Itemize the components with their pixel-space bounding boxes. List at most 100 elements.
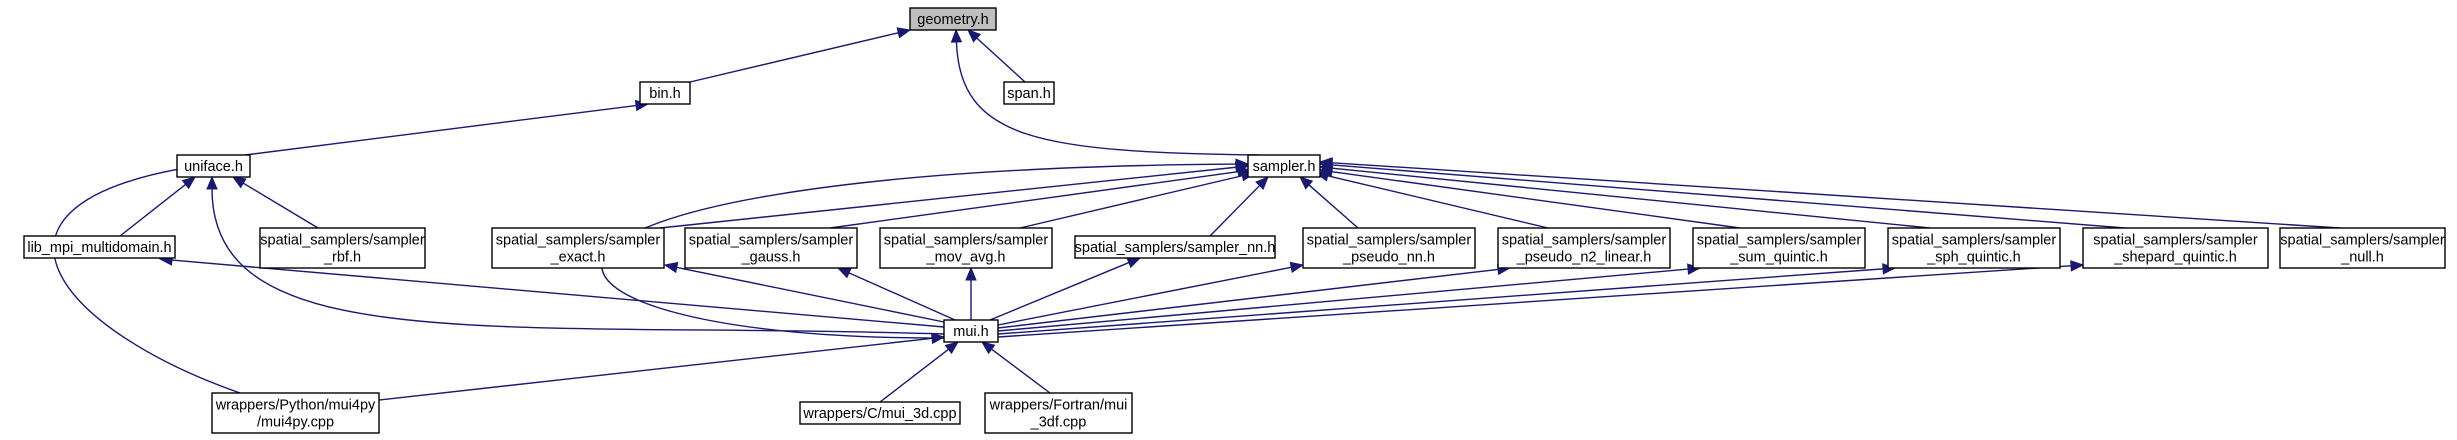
node-f3df[interactable]: wrappers/Fortran/mui_3df.cpp [984, 392, 1133, 434]
edge-mov_avg-to-sampler [1019, 170, 1256, 229]
node-label: spatial_samplers/sampler [496, 233, 661, 249]
arrowhead-icon [965, 266, 977, 281]
edge-line [242, 182, 319, 229]
node-box [1692, 227, 1866, 269]
node-box [259, 227, 426, 269]
edge-mui-to-shepard [997, 260, 2085, 338]
edge-line [955, 41, 1261, 156]
node-box [1074, 235, 1276, 259]
node-label: wrappers/C/mui_3d.cpp [802, 406, 956, 422]
edge-rbf-to-uniface [231, 176, 319, 229]
arrowhead-icon [1255, 176, 1269, 190]
edge-line [1019, 175, 1243, 229]
node-c3d[interactable]: wrappers/C/mui_3d.cpp [799, 401, 961, 425]
edge-line [659, 166, 1237, 229]
node-box [2082, 227, 2269, 269]
node-label: _pseudo_nn.h [1342, 250, 1435, 266]
edge-line [1209, 185, 1261, 237]
node-box [879, 227, 1053, 269]
node-label: bin.h [649, 86, 680, 102]
node-label: _mov_avg.h [926, 250, 1006, 266]
edge-line [848, 272, 956, 321]
node-label: spatial_samplers/sampler [1502, 233, 1667, 249]
edge-line [53, 168, 241, 394]
edge-line [997, 266, 1292, 326]
node-rbf[interactable]: spatial_samplers/sampler_rbf.h [259, 227, 426, 269]
arrowhead-icon [206, 175, 218, 190]
node-lib_mpi[interactable]: lib_mpi_multidomain.h [23, 235, 176, 259]
node-box [2279, 227, 2446, 269]
edge-mui-to-pseudo_nn [997, 261, 1305, 326]
node-muipy[interactable]: wrappers/Python/mui4py/mui4py.cpp [211, 392, 380, 434]
edge-mui-to-mov_avg [965, 266, 977, 320]
edge-line [879, 348, 949, 403]
node-box [1887, 227, 2061, 269]
node-span[interactable]: span.h [1003, 81, 1055, 105]
arrowhead-icon [1299, 176, 1314, 190]
node-nn[interactable]: spatial_samplers/sampler_nn.h [1074, 235, 1276, 259]
node-gauss[interactable]: spatial_samplers/sampler_gauss.h [684, 227, 858, 269]
node-geometry[interactable]: geometry.h [909, 7, 997, 31]
node-label: spatial_samplers/sampler [884, 233, 1049, 249]
edge-line [997, 268, 1884, 335]
node-mov_avg[interactable]: spatial_samplers/sampler_mov_avg.h [879, 227, 1053, 269]
arrowhead-icon [944, 341, 960, 355]
node-label: spatial_samplers/sampler [2280, 233, 2445, 249]
node-label: _shepard_quintic.h [2113, 250, 2237, 266]
node-box [943, 319, 999, 343]
arrowhead-icon [980, 341, 996, 355]
node-box [684, 227, 858, 269]
edge-line [119, 183, 187, 237]
node-box [491, 227, 665, 269]
arrowhead-icon [950, 28, 963, 43]
edge-line [976, 37, 1026, 83]
node-shepard[interactable]: spatial_samplers/sampler_shepard_quintic… [2082, 227, 2269, 269]
node-null[interactable]: spatial_samplers/sampler_null.h [2279, 227, 2446, 269]
node-box [1302, 227, 1476, 269]
edge-sampler-to-geometry [950, 28, 1261, 156]
node-label: spatial_samplers/sampler [1697, 233, 1862, 249]
arrowhead-icon [181, 176, 197, 190]
node-bin[interactable]: bin.h [639, 81, 691, 105]
node-box [799, 401, 961, 425]
node-label: sampler.h [1253, 159, 1316, 175]
node-uniface[interactable]: uniface.h [176, 154, 251, 178]
node-sampler[interactable]: sampler.h [1247, 154, 1321, 178]
node-label: /mui4py.cpp [257, 415, 334, 431]
node-label: spatial_samplers/sampler [1892, 233, 2057, 249]
edge-pseudo_nn-to-sampler [1299, 176, 1359, 229]
edge-bin-to-geometry [689, 27, 912, 83]
node-box [1247, 154, 1321, 178]
nodes-layer: geometry.h bin.h span.h uniface.h sampler.h l… [23, 7, 2446, 434]
edge-line [244, 104, 637, 156]
node-label: _3df.cpp [1030, 415, 1087, 431]
node-label: wrappers/Fortran/mui [989, 398, 1128, 414]
node-box [211, 392, 380, 434]
arrowhead-icon [1318, 157, 1333, 169]
edge-line [997, 268, 1499, 329]
node-label: _null.h [2340, 250, 2384, 266]
node-exact[interactable]: spatial_samplers/sampler_exact.h [491, 227, 665, 269]
edge-line [1331, 162, 2341, 229]
arrowhead-icon [1289, 261, 1305, 274]
node-pseudo_n2[interactable]: spatial_samplers/sampler_pseudo_n2_linea… [1497, 227, 1671, 269]
edge-line [991, 348, 1051, 394]
node-box [909, 7, 997, 31]
node-label: _sph_quintic.h [1926, 250, 2021, 266]
node-label: _sum_quintic.h [1729, 250, 1828, 266]
node-sph_quintic[interactable]: spatial_samplers/sampler_sph_quintic.h [1887, 227, 2061, 269]
node-mui[interactable]: mui.h [943, 319, 999, 343]
node-label: spatial_samplers/sampler [260, 233, 425, 249]
node-label: _rbf.h [323, 250, 361, 266]
arrowhead-icon [896, 27, 912, 39]
edge-line [1331, 170, 1741, 229]
node-label: spatial_samplers/sampler [2093, 233, 2258, 249]
node-sum_quintic[interactable]: spatial_samplers/sampler_sum_quintic.h [1692, 227, 1866, 269]
edge-line [1308, 184, 1359, 229]
edge-gauss-to-sampler [829, 166, 1252, 229]
node-label: spatial_samplers/sampler [689, 233, 854, 249]
node-pseudo_nn[interactable]: spatial_samplers/sampler_pseudo_nn.h [1302, 227, 1476, 269]
node-box [984, 392, 1133, 434]
node-box [1003, 81, 1055, 105]
arrowhead-icon [663, 261, 679, 274]
